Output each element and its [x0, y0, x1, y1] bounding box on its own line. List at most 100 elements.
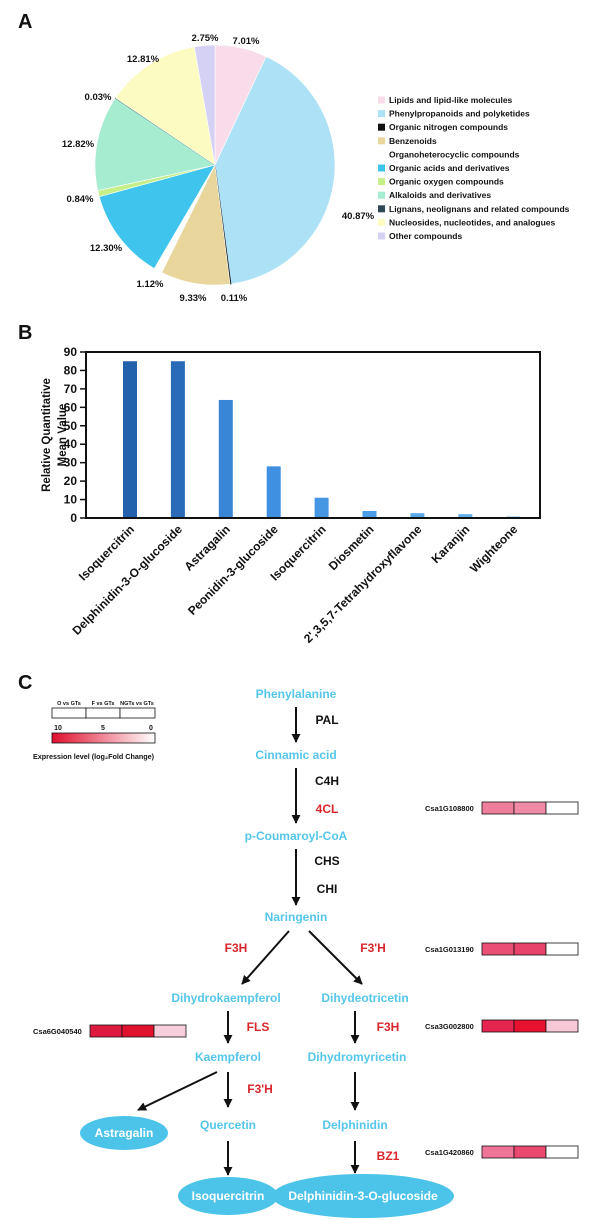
y-axis-label-line-2: Mean Value	[57, 404, 69, 467]
compound-delphinidin: Delphinidin	[322, 1118, 387, 1132]
bar-isoquercitrin	[314, 497, 329, 518]
heatmap-cell	[89, 1024, 123, 1038]
legend-scale-mid: 5	[101, 725, 105, 732]
pie-slice-phenylpropanoids-and-polyketides	[214, 56, 336, 285]
pie-percent-label: 0.03%	[85, 92, 112, 103]
x-tick-label: Karanjin	[429, 522, 473, 566]
pie-percent-label: 12.81%	[127, 54, 160, 65]
compound-cinnamic-acid: Cinnamic acid	[255, 748, 336, 762]
legend-cell	[51, 707, 87, 719]
legend-swatch	[378, 137, 385, 145]
y-tick-label: 50	[64, 419, 78, 433]
pie-percent-label: 12.82%	[62, 139, 95, 150]
legend-item-organic-acids-and-derivatives: Organic acids and derivatives	[389, 163, 510, 173]
legend-column-f-vs-gts: F vs GTs	[92, 701, 115, 707]
legend-cell	[119, 707, 156, 719]
pathway-arrows	[137, 707, 363, 1176]
pathway-arrow	[241, 930, 290, 985]
legend-item-organic-oxygen-compounds: Organic oxygen compounds	[389, 177, 504, 187]
panel-c: C O vs GTs F vs GTs NGTs vs GTs 10 5 0 E…	[18, 672, 579, 1218]
y-tick-label: 60	[64, 400, 78, 414]
pie-slice-nucleosides-nucleotides-and-analogues	[115, 46, 216, 166]
product-astragalin: Astragalin	[95, 1126, 154, 1140]
x-tick-label: Astragalin	[182, 522, 233, 573]
legend-cell	[85, 707, 121, 719]
heatmap-cell	[513, 801, 547, 815]
pie-slice-other-compounds	[194, 44, 216, 166]
legend-item-other-compounds: Other compounds	[389, 231, 462, 241]
enzyme-fls: FLS	[247, 1020, 270, 1034]
heatmap-cell	[481, 942, 515, 956]
gene-label: Csa3G002800	[425, 1022, 474, 1031]
legend-swatch	[378, 218, 385, 226]
bar-karanjin	[458, 514, 473, 518]
pie-percent-label: 12.30%	[90, 243, 123, 254]
pie-slice-organic-acids-and-derivatives	[98, 164, 216, 269]
gene-label: Csa6G040540	[33, 1027, 82, 1036]
legend-swatch	[378, 178, 385, 186]
enzyme-chs: CHS	[314, 854, 339, 868]
pie-percent-label: 40.87%	[342, 211, 375, 222]
enzyme-4cl: 4CL	[316, 802, 339, 816]
pathway-products: Astragalin Isoquercitrin Delphinidin-3-O…	[80, 1116, 454, 1218]
y-tick-label: 10	[64, 493, 78, 507]
product-delphinidin-3-o-glucoside-ellipse	[272, 1174, 454, 1218]
y-tick-label: 20	[64, 474, 78, 488]
y-tick-label: 30	[64, 456, 78, 470]
pie-percent-labels: 7.01%40.87%0.11%9.33%1.12%12.30%0.84%12.…	[62, 33, 375, 304]
legend-caption: Expression level (log₂Fold Change)	[33, 752, 155, 761]
legend-swatch	[378, 205, 385, 213]
pie-percent-label: 0.84%	[67, 194, 94, 205]
gene-label: Csa1G013190	[425, 945, 474, 954]
legend-scale-max: 10	[54, 725, 62, 732]
heatmap-cell	[513, 1145, 547, 1159]
legend-item-organic-nitrogen-compounds: Organic nitrogen compounds	[389, 122, 508, 132]
heatmap-cell	[513, 1019, 547, 1033]
heatmap-cell	[545, 942, 579, 956]
panel-a: A 7.01%40.87%0.11%9.33%1.12%12.30%0.84%1…	[18, 11, 570, 304]
compound-dihydeotricetin: Dihydeotricetin	[321, 991, 408, 1005]
heatmap-cell	[545, 1145, 579, 1159]
legend-gradient-bar	[51, 732, 156, 744]
pathway-arrow	[137, 1071, 218, 1111]
panel-b-label: B	[18, 322, 32, 344]
legend-column-ngts-vs-gts: NGTs vs GTs	[120, 701, 154, 707]
heatmap-cell	[481, 801, 515, 815]
bars	[123, 361, 521, 518]
legend-item-lignans-neolignans-and-related-compounds: Lignans, neolignans and related compound…	[389, 204, 570, 214]
gene-label: Csa1G108800	[425, 804, 474, 813]
legend-item-benzenoids: Benzenoids	[389, 136, 437, 146]
panel-c-label: C	[18, 672, 32, 694]
enzyme-f3prime-h-right: F3'H	[360, 941, 386, 955]
compound-kaempferol: Kaempferol	[195, 1050, 261, 1064]
y-tick-label: 70	[64, 382, 78, 396]
pie-percent-label: 1.12%	[137, 279, 164, 290]
legend-item-nucleosides-nucleotides-and-analogues: Nucleosides, nucleotides, and analogues	[389, 217, 556, 227]
gene-row-csa6g040540: Csa6G040540	[33, 1024, 187, 1038]
enzyme-pal: PAL	[315, 713, 338, 727]
panel-a-label: A	[18, 11, 32, 33]
product-astragalin-ellipse	[80, 1116, 168, 1150]
bar-2-3-5-7-tetrahydroxyflavone	[410, 513, 425, 518]
pathway-enzymes: PAL C4H 4CL CHS CHI F3H F3'H FLS F3H F3'…	[225, 713, 400, 1163]
y-tick-label: 90	[64, 345, 78, 359]
compound-dihydrokaempferol: Dihydrokaempferol	[171, 991, 280, 1005]
x-axis-labels: IsoquercitrinDelphinidin-3-O-glucosideAs…	[70, 522, 521, 646]
pie-chart	[94, 44, 336, 286]
legend-swatch	[378, 96, 385, 104]
pathway-arrow	[308, 930, 363, 985]
legend-swatch	[378, 232, 385, 240]
y-axis-label-line-1: Relative Quantitative	[41, 378, 53, 492]
compound-p-coumaroyl-coa: p-Coumaroyl-CoA	[245, 829, 348, 843]
legend-item-phenylpropanoids-and-polyketides: Phenylpropanoids and polyketides	[389, 109, 530, 119]
bar-diosmetin	[362, 510, 377, 518]
gene-row-csa1g013190: Csa1G013190	[425, 942, 579, 956]
legend-swatch	[378, 191, 385, 199]
enzyme-f3h-left: F3H	[225, 941, 248, 955]
pie-percent-label: 2.75%	[192, 33, 219, 44]
enzyme-f3h-right: F3H	[377, 1020, 400, 1034]
bar-peonidin-3-glucoside	[266, 466, 281, 518]
enzyme-bz1: BZ1	[377, 1149, 400, 1163]
